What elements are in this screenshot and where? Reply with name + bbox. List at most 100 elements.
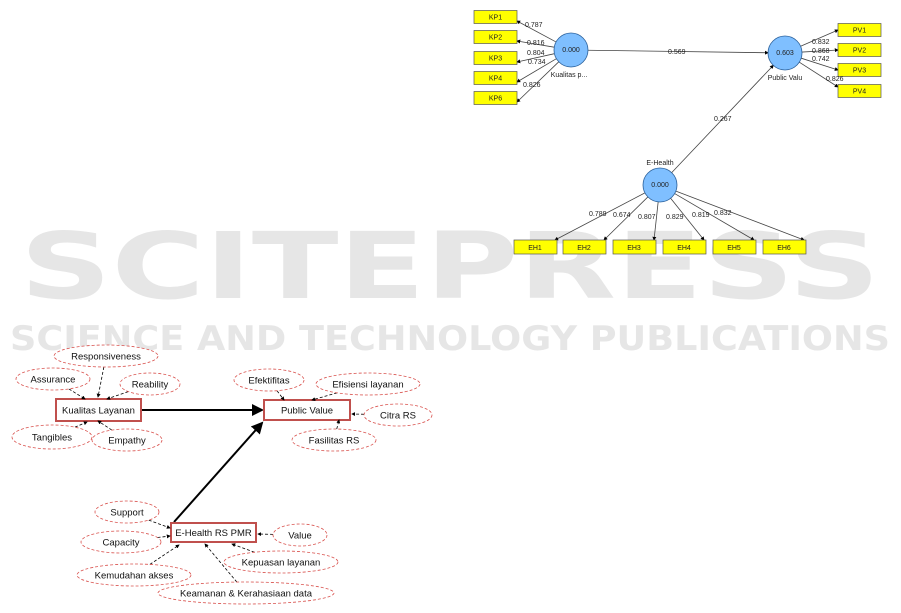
dimension-label: Efektifitas — [248, 376, 289, 387]
loading-arrow — [603, 196, 649, 241]
loading-arrow — [516, 61, 560, 103]
dimension-ellipse — [15, 367, 91, 391]
indicator-label: KP2 — [489, 35, 502, 42]
indicator-box — [837, 63, 882, 77]
loading-arrow — [554, 192, 646, 241]
dimension-label: Fasilitas RS — [309, 436, 360, 447]
construct-box-label: Public Value — [281, 406, 333, 417]
dimension-label: Capacity — [103, 538, 140, 549]
indicator-label: PV4 — [853, 89, 866, 96]
dimension-label: Value — [288, 531, 312, 542]
indicator-label: EH5 — [727, 245, 741, 252]
loading-arrow — [670, 198, 705, 241]
construct-label: Kualitas p... — [551, 72, 588, 79]
indicator-box — [562, 239, 607, 255]
construct-label: Public Valu — [768, 75, 803, 82]
loading-value: 0.826 — [826, 76, 844, 83]
indicator-label: EH4 — [677, 245, 691, 252]
dimension-arrow — [276, 390, 285, 401]
dimension-label: Reability — [132, 380, 169, 391]
indicator-box — [473, 51, 518, 65]
dimension-ellipse — [76, 563, 192, 587]
loading-value: 0.742 — [812, 56, 830, 63]
loading-value: 0.832 — [714, 210, 732, 217]
indicator-label: PV2 — [853, 48, 866, 55]
dimension-label: Kemudahan akses — [95, 571, 174, 582]
dimension-arrow — [96, 366, 105, 398]
loading-value: 0.789 — [589, 211, 607, 218]
dimension-ellipse — [272, 523, 328, 547]
watermark-title: SCITEPRESS — [20, 213, 880, 320]
dimension-arrow — [97, 420, 113, 431]
dimension-arrow — [204, 543, 238, 583]
loading-value: 0.734 — [528, 59, 546, 66]
indicator-box — [612, 239, 657, 255]
indicator-label: KP4 — [489, 76, 502, 83]
dimension-ellipse — [315, 372, 421, 396]
dimension-arrow — [311, 392, 338, 402]
dimension-ellipse — [233, 368, 305, 392]
dimension-ellipse — [363, 403, 433, 427]
loading-value: 0.816 — [527, 40, 545, 47]
dimension-ellipse — [11, 424, 93, 450]
path-arrow — [587, 49, 769, 55]
loading-value: 0.787 — [525, 22, 543, 29]
loading-arrow — [516, 58, 557, 83]
loading-value: 0.807 — [638, 214, 656, 221]
indicator-box — [473, 30, 518, 44]
loading-arrow — [516, 53, 555, 64]
dimension-ellipse — [157, 581, 335, 605]
construct-ehealth — [642, 167, 678, 203]
indicator-label: EH6 — [777, 245, 791, 252]
dimension-label: Assurance — [31, 375, 76, 386]
loading-arrow — [675, 190, 805, 241]
indicator-label: PV3 — [853, 68, 866, 75]
dimension-arrow — [148, 519, 171, 529]
indicator-label: EH1 — [528, 245, 542, 252]
dimension-label: Tangibles — [32, 433, 72, 444]
loading-arrow — [652, 201, 659, 241]
pls-model: KP10.787KP20.816KP30.804KP40.734KP60.826… — [473, 10, 882, 255]
indicator-label: KP3 — [489, 56, 502, 63]
construct-r2: 0.000 — [651, 182, 669, 189]
indicator-box — [662, 239, 707, 255]
loading-value: 0.868 — [812, 48, 830, 55]
loading-arrow — [516, 39, 555, 48]
indicator-box — [473, 71, 518, 85]
loading-arrow — [800, 29, 839, 47]
dimension-arrow — [149, 544, 180, 565]
loading-arrow — [801, 48, 839, 53]
dimension-ellipse — [94, 500, 160, 524]
construct-public-value — [767, 35, 803, 71]
construct-box-public-value — [263, 399, 351, 421]
dimension-label: Responsiveness — [71, 352, 141, 363]
construct-label: E-Health — [646, 160, 673, 167]
indicator-box — [837, 84, 882, 98]
dimension-ellipse — [291, 428, 377, 452]
dimension-ellipse — [223, 550, 339, 574]
loading-arrow — [801, 57, 839, 71]
indicator-box — [837, 43, 882, 57]
loading-arrow — [799, 61, 839, 88]
loading-arrow — [674, 193, 755, 241]
construct-box-ehealth — [170, 522, 257, 543]
indicator-label: EH2 — [577, 245, 591, 252]
indicator-box — [712, 239, 757, 255]
path-arrow — [671, 64, 774, 173]
indicator-label: PV1 — [853, 28, 866, 35]
dimension-label: Citra RS — [380, 411, 416, 422]
dimension-arrow — [68, 388, 86, 400]
dimension-arrow — [74, 421, 88, 428]
indicator-label: EH3 — [627, 245, 641, 252]
construct-r2: 0.603 — [776, 50, 794, 57]
dimension-ellipse — [53, 344, 159, 368]
dimension-ellipse — [119, 372, 181, 396]
dimension-arrow — [231, 543, 255, 553]
loading-value: 0.804 — [527, 50, 545, 57]
dimension-arrow — [106, 391, 129, 400]
indicator-box — [473, 10, 518, 24]
indicator-label: KP1 — [489, 15, 502, 22]
dimension-label: Support — [110, 508, 144, 519]
indicator-box — [762, 239, 807, 255]
